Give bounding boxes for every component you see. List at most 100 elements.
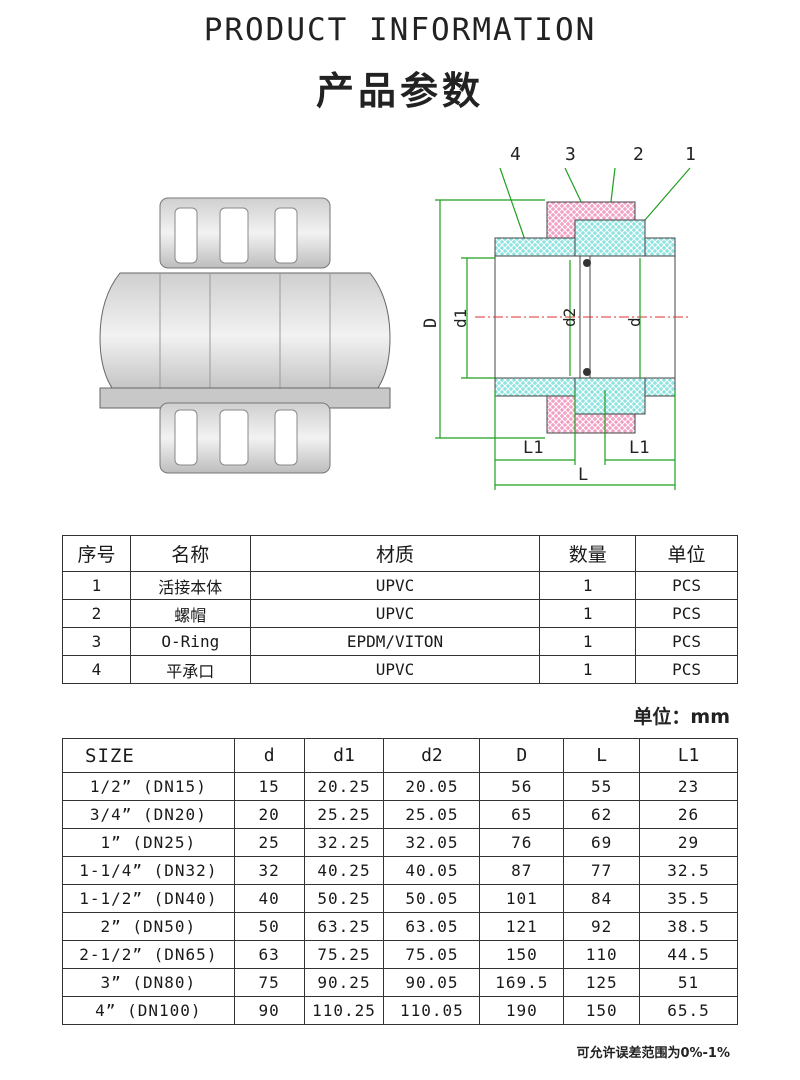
cell-L: 62 — [563, 800, 641, 829]
cell-unit: PCS — [635, 571, 738, 600]
cell-size: 2” (DN50) — [62, 912, 235, 941]
cell-d2: 20.05 — [383, 772, 481, 801]
cell-D: 87 — [479, 856, 565, 885]
cell-d2: 25.05 — [383, 800, 481, 829]
cell-size: 3/4” (DN20) — [62, 800, 235, 829]
cell-d: 40 — [233, 884, 305, 913]
dim-label-d1: d1 — [451, 309, 470, 328]
cell-d: 63 — [233, 940, 305, 969]
cell-d1: 90.25 — [303, 968, 385, 997]
cell-size: 1-1/2” (DN40) — [62, 884, 235, 913]
cell-D: 76 — [479, 828, 565, 857]
col-header-name: 名称 — [129, 535, 251, 572]
dim-label-L1-left: L1 — [523, 438, 543, 458]
part-number-1: 1 — [685, 144, 696, 165]
tolerance-note: 可允许误差范围为0%-1% — [576, 1046, 730, 1061]
cell-L1: 65.5 — [639, 996, 738, 1025]
cell-unit: PCS — [635, 599, 738, 628]
cell-material: EPDM/VITON — [249, 627, 541, 656]
cell-quantity: 1 — [539, 571, 637, 600]
product-photo — [99, 197, 391, 474]
cell-d2: 75.05 — [383, 940, 481, 969]
cell-unit: PCS — [635, 627, 738, 656]
cell-d1: 40.25 — [303, 856, 385, 885]
cell-size: 1” (DN25) — [62, 828, 235, 857]
cell-L: 150 — [563, 996, 641, 1025]
col-header-quantity: 数量 — [539, 535, 637, 572]
cell-D: 65 — [479, 800, 565, 829]
cell-index: 4 — [62, 655, 131, 684]
cell-L1: 35.5 — [639, 884, 738, 913]
cell-L1: 44.5 — [639, 940, 738, 969]
dim-label-D: D — [421, 318, 441, 328]
cell-d2: 110.05 — [383, 996, 481, 1025]
table-row: 2 螺帽 UPVC 1 PCS — [62, 599, 738, 628]
cell-size: 4” (DN100) — [62, 996, 235, 1025]
unit-label: 单位：mm — [633, 706, 730, 728]
cell-L: 92 — [563, 912, 641, 941]
cell-d2: 32.05 — [383, 828, 481, 857]
part-number-4: 4 — [510, 144, 521, 165]
col-header-index: 序号 — [62, 535, 131, 572]
cross-section-drawing: 4 3 2 1 D d1 d2 d L1 L1 L — [421, 144, 696, 490]
cell-material: UPVC — [249, 599, 541, 628]
dim-label-d2: d2 — [560, 308, 579, 327]
cell-L: 110 — [563, 940, 641, 969]
cell-D: 169.5 — [479, 968, 565, 997]
cell-L: 84 — [563, 884, 641, 913]
table-row: 3 O-Ring EPDM/VITON 1 PCS — [62, 627, 738, 656]
cell-d1: 75.25 — [303, 940, 385, 969]
cell-L1: 51 — [639, 968, 738, 997]
cell-d: 25 — [233, 828, 305, 857]
cell-L: 55 — [563, 772, 641, 801]
cell-quantity: 1 — [539, 627, 637, 656]
cell-d: 50 — [233, 912, 305, 941]
col-header-size: SIZE — [62, 738, 235, 773]
size-table-header: SIZE d d1 d2 D L L1 — [62, 738, 738, 773]
parts-table-header: 序号 名称 材质 数量 单位 — [62, 535, 738, 572]
cell-size: 3” (DN80) — [62, 968, 235, 997]
col-header-L: L — [563, 738, 641, 773]
dim-label-L: L — [578, 465, 588, 485]
cell-material: UPVC — [249, 571, 541, 600]
cell-d1: 32.25 — [303, 828, 385, 857]
cell-d: 20 — [233, 800, 305, 829]
cell-d: 90 — [233, 996, 305, 1025]
cell-d1: 110.25 — [303, 996, 385, 1025]
cell-L1: 38.5 — [639, 912, 738, 941]
cell-quantity: 1 — [539, 655, 637, 684]
cell-d1: 50.25 — [303, 884, 385, 913]
col-header-D: D — [479, 738, 565, 773]
part-number-2: 2 — [633, 144, 644, 165]
dim-label-L1-right: L1 — [629, 438, 649, 458]
cell-d2: 50.05 — [383, 884, 481, 913]
parts-table: 序号 名称 材质 数量 单位 1 活接本体 UPVC 1 PCS 2 螺帽 UP… — [62, 535, 738, 684]
table-row: 1 活接本体 UPVC 1 PCS — [62, 571, 738, 600]
cell-L1: 23 — [639, 772, 738, 801]
cell-name: O-Ring — [129, 627, 251, 656]
table-row: 4 平承口 UPVC 1 PCS — [62, 655, 738, 684]
cell-d2: 63.05 — [383, 912, 481, 941]
title-chinese: 产品参数 — [315, 69, 484, 113]
cell-L: 125 — [563, 968, 641, 997]
cell-unit: PCS — [635, 655, 738, 684]
cell-L1: 32.5 — [639, 856, 738, 885]
cell-quantity: 1 — [539, 599, 637, 628]
cell-d1: 20.25 — [303, 772, 385, 801]
cell-d: 75 — [233, 968, 305, 997]
cell-D: 121 — [479, 912, 565, 941]
cell-name: 活接本体 — [129, 571, 251, 600]
cell-size: 1-1/4” (DN32) — [62, 856, 235, 885]
cell-D: 190 — [479, 996, 565, 1025]
cell-L: 69 — [563, 828, 641, 857]
col-header-d1: d1 — [303, 738, 385, 773]
